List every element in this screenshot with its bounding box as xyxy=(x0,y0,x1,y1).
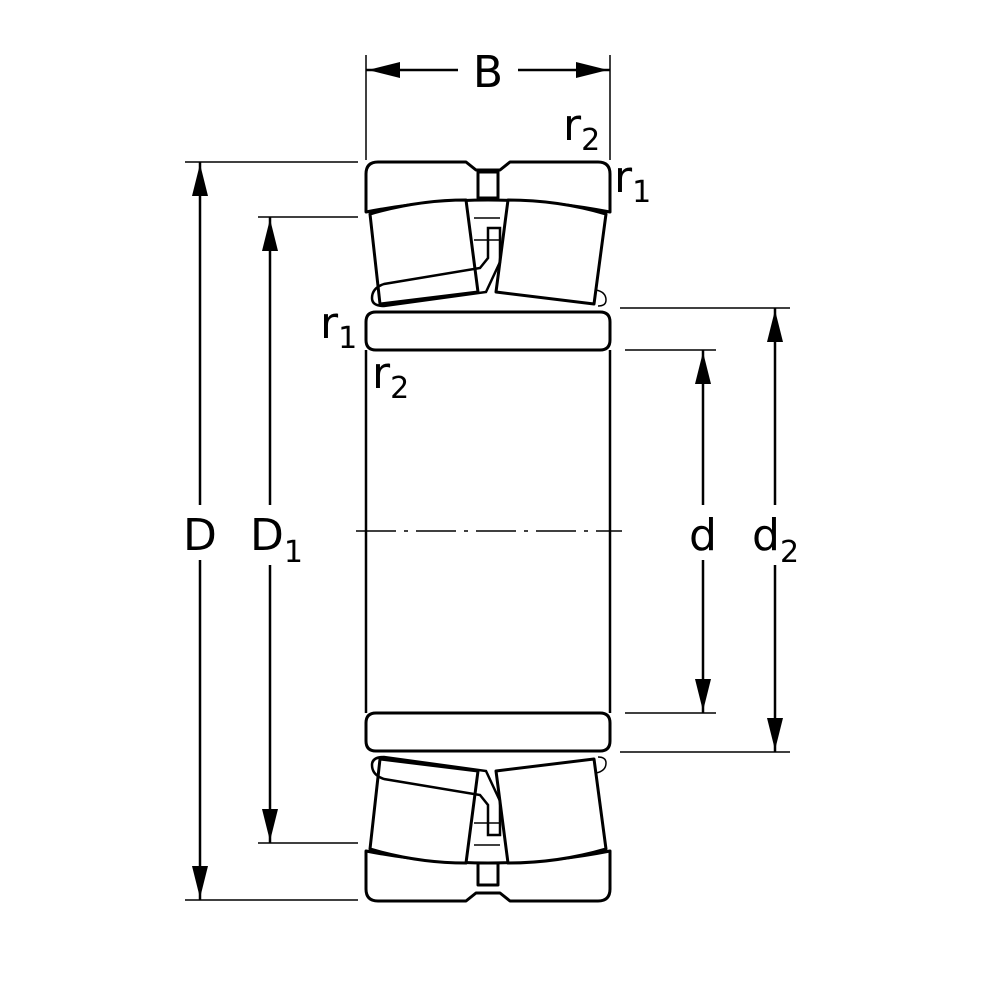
dimension-B: B xyxy=(365,47,611,160)
label-d2: d2 xyxy=(752,510,799,570)
lube-slot-bottom xyxy=(476,861,500,887)
label-d: d xyxy=(689,510,717,561)
label-B: B xyxy=(473,47,503,98)
dimension-D1: D1 xyxy=(250,216,358,844)
label-r1-mid: r1 xyxy=(320,298,357,356)
label-D1: D1 xyxy=(250,510,303,570)
label-D1-main: D xyxy=(250,510,284,561)
label-r2-mid: r2 xyxy=(372,348,409,406)
label-r1-top: r1 xyxy=(614,152,651,210)
label-d2-main: d xyxy=(752,510,780,561)
roller-right-bottom xyxy=(494,757,608,865)
roller-left-bottom xyxy=(368,757,480,865)
label-D: D xyxy=(183,510,217,561)
dimension-D: D xyxy=(183,161,358,901)
label-r2-top: r2 xyxy=(563,100,600,158)
roller-left-top xyxy=(368,198,480,306)
bottom-section xyxy=(364,711,612,903)
label-D1-sub: 1 xyxy=(284,535,303,570)
top-section xyxy=(364,160,612,352)
dimension-d2: d2 xyxy=(620,307,799,753)
label-d2-sub: 2 xyxy=(780,535,799,570)
cage-bottom xyxy=(370,755,502,837)
inner-ring-top xyxy=(364,310,612,352)
lube-hole-top xyxy=(476,170,500,200)
cage-top xyxy=(370,226,502,308)
inner-ring-bottom xyxy=(364,711,612,753)
dimension-d: d xyxy=(625,349,717,714)
roller-right-top xyxy=(494,198,608,306)
